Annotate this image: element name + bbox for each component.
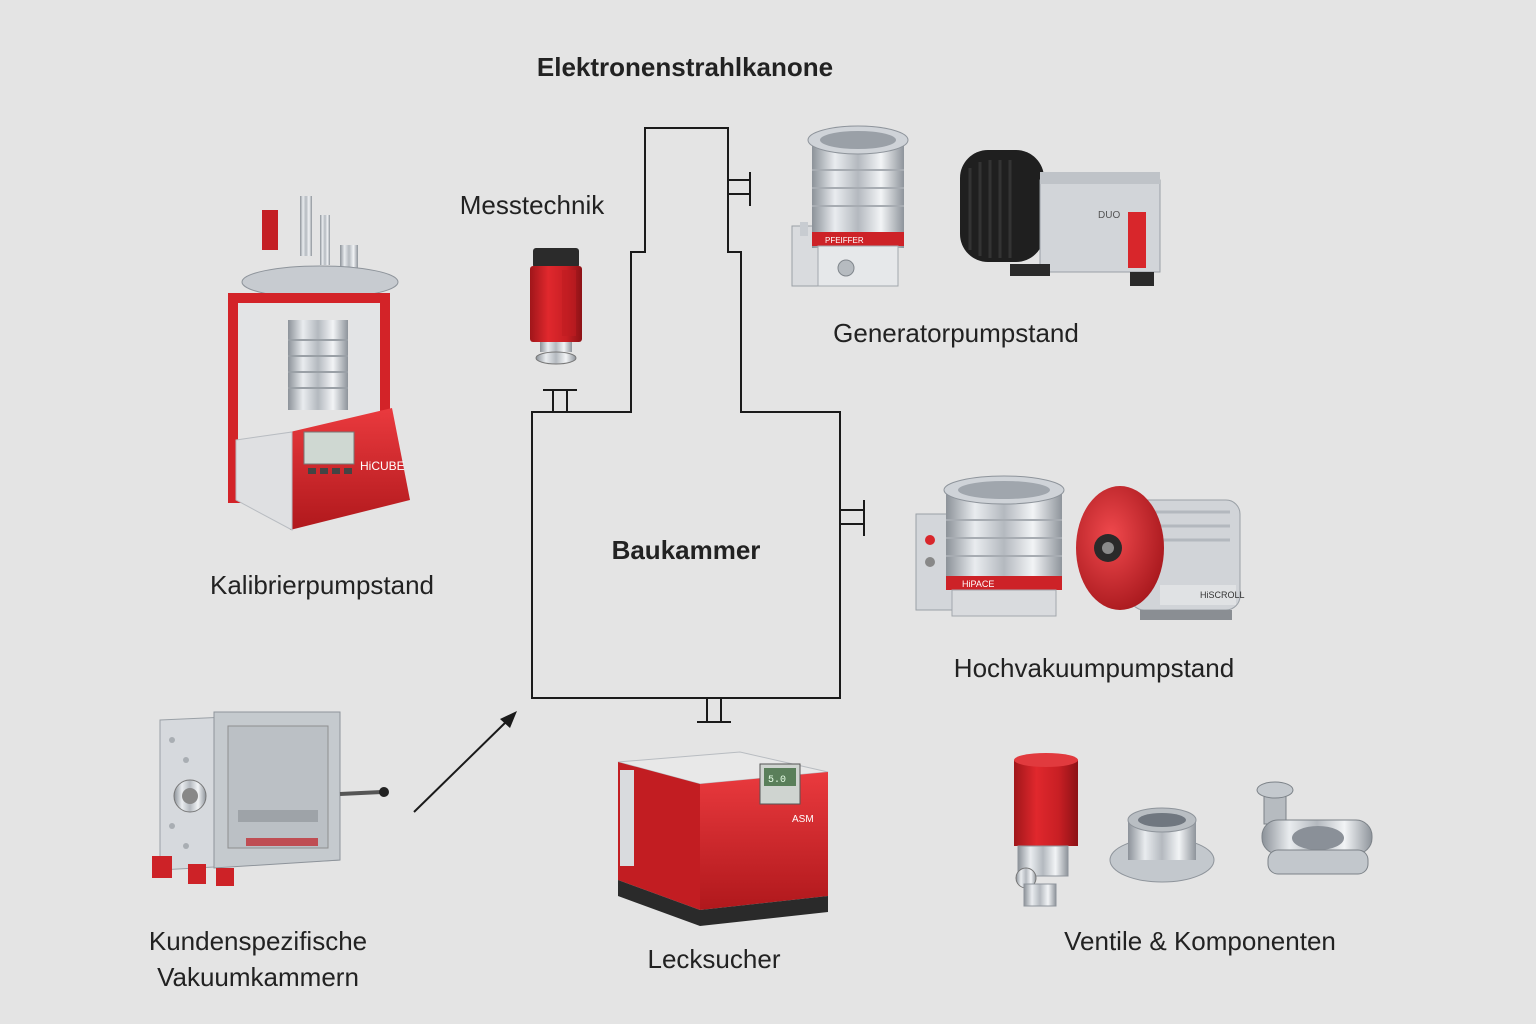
chamber-label: Baukammer (611, 535, 761, 565)
flange-right (840, 500, 865, 536)
flange-upper-right (728, 172, 751, 206)
label-messtechnik: Messtechnik (459, 190, 605, 220)
turbo-pump-image: PFEIFFER (791, 125, 909, 287)
flange-messtechnik (543, 389, 577, 412)
scroll-marking: HiSCROLL (1200, 590, 1245, 600)
chamber-outline (531, 127, 841, 699)
svg-text:PFEIFFER: PFEIFFER (825, 236, 864, 245)
hicube-image: HiCUBE (228, 196, 410, 531)
hipace-marking: HiPACE (962, 579, 994, 589)
label-hochvakuumpumpstand: Hochvakuumpumpstand (953, 653, 1235, 683)
leak-detector-image: 5.0 ASM (617, 751, 829, 926)
display-readout: 5.0 (768, 775, 786, 786)
flange-component-image (1109, 807, 1215, 883)
hicube-marking: HiCUBE (360, 459, 405, 473)
chamber-wall (531, 127, 841, 699)
label-kalibrierpumpstand: Kalibrierpumpstand (209, 570, 435, 600)
diagram-title: Elektronenstrahlkanone (536, 52, 834, 82)
hipace-pump-image: HiPACE (915, 475, 1065, 617)
arrow-to-chamber (413, 711, 517, 813)
valve-image (1014, 753, 1078, 907)
vacuum-gauge-image (530, 248, 582, 365)
custom-chamber-image (152, 711, 389, 886)
label-ventile-komponenten: Ventile & Komponenten (1064, 926, 1336, 956)
label-lecksucher: Lecksucher (647, 944, 781, 974)
flange-bottom (697, 698, 731, 723)
label-generatorpumpstand: Generatorpumpstand (833, 318, 1079, 348)
scroll-pump-image: HiSCROLL (1076, 486, 1245, 620)
asm-marking: ASM (792, 814, 814, 825)
rotary-vane-pump-image: DUO (960, 150, 1161, 286)
clamp-component-image (1256, 781, 1373, 875)
duo-marking: DUO (1098, 210, 1120, 221)
label-kundenspezifische-line1: Kundenspezifische (148, 926, 368, 956)
label-kundenspezifische-line2: Vakuumkammern (157, 962, 359, 992)
